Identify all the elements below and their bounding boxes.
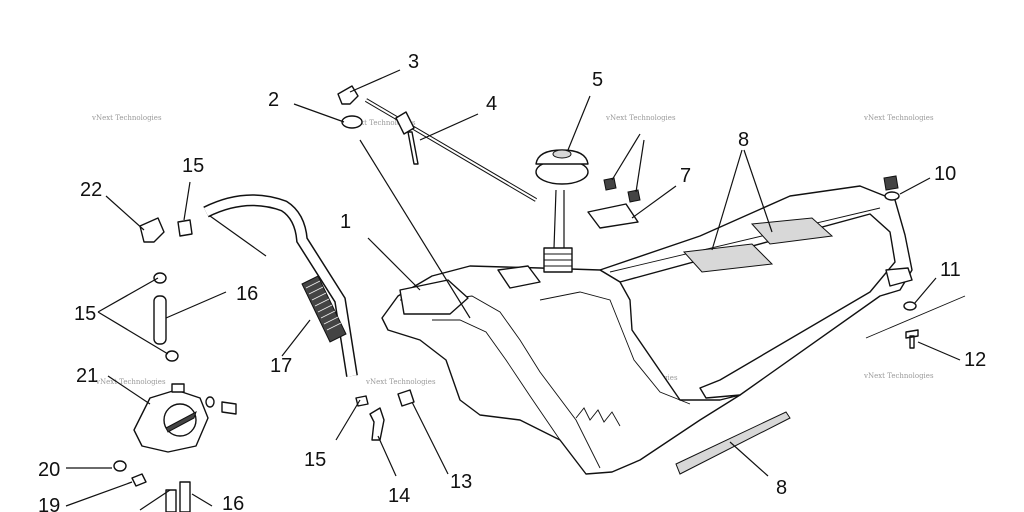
callout-12: 12 (964, 349, 986, 371)
seat-base-inner-line (609, 207, 881, 273)
callout-21: 21 (76, 365, 98, 387)
callout-15-bottom: 15 (304, 449, 326, 471)
callout-labels: 1 2 3 4 5 7 8 8 10 11 12 13 14 15 15 15 … (38, 51, 986, 512)
clamp-part-15-upper (153, 272, 167, 284)
watermark-8: vNext Technologies (863, 372, 934, 380)
watermark-5: vNext Technologies (95, 378, 166, 386)
hose-clamp-part-3 (337, 85, 359, 105)
screw-part-19 (131, 473, 147, 487)
vent-hose-tee (395, 111, 415, 135)
screw-1 (603, 177, 617, 191)
clip-part-7 (587, 203, 639, 229)
callout-14: 14 (388, 485, 410, 507)
callout-8-top: 8 (738, 129, 749, 151)
fuel-cap-top (552, 149, 572, 159)
leader-lines (65, 69, 961, 511)
bolt-part-12 (905, 329, 919, 349)
callout-13: 13 (450, 471, 472, 493)
tank-front-pad (399, 279, 469, 315)
petcock-outlet (171, 383, 185, 393)
petcock-washer (205, 396, 215, 408)
elbow-fitting-part-14 (369, 407, 385, 441)
callout-22: 22 (80, 179, 102, 201)
filler-neck-threads (544, 253, 572, 267)
callout-7: 7 (680, 165, 691, 187)
callout-5: 5 (592, 69, 603, 91)
mount-bracket (885, 267, 913, 287)
vent-hose-drop (407, 131, 419, 165)
vent-hose-inner (365, 99, 537, 201)
decal-2 (750, 217, 834, 245)
callout-1: 1 (340, 211, 351, 233)
grommet-part-2 (341, 115, 363, 129)
clamp-part-15-top (177, 219, 193, 237)
hose-elbow-part-22 (139, 217, 165, 243)
watermark-3: vNext Technologies (605, 114, 676, 122)
fuel-hose-part-16-inner (203, 195, 357, 377)
spring-coils (305, 280, 342, 331)
tank-ridge-3 (539, 291, 691, 405)
callout-16-mid: 16 (236, 283, 258, 305)
washer-part-10 (884, 191, 900, 201)
grommet-part-13 (397, 389, 415, 407)
callout-2: 2 (268, 89, 279, 111)
petcock-screw (221, 401, 237, 415)
callout-19: 19 (38, 495, 60, 512)
petcock-lower-hoses (165, 481, 191, 512)
callout-4: 4 (486, 93, 497, 115)
tank-lower-notches (575, 407, 621, 427)
watermark-2: vNext Technologies (345, 119, 416, 127)
guide-line-1 (865, 295, 966, 339)
washer-part-11 (903, 301, 917, 311)
callout-16-bottom: 16 (222, 493, 244, 512)
petcock-knob-lever (165, 410, 197, 433)
callout-10: 10 (934, 163, 956, 185)
tank-top-recess (497, 265, 541, 289)
callout-8-bottom: 8 (776, 477, 787, 499)
cap-tether-1 (553, 189, 557, 249)
washer-part-20 (113, 460, 127, 472)
watermark-1: vNext Technologies (91, 114, 162, 122)
callout-15-top: 15 (182, 155, 204, 177)
nut-part-9 (883, 175, 899, 191)
callout-3: 3 (408, 51, 419, 73)
watermark-4: vNext Technologies (863, 114, 934, 122)
callout-11: 11 (940, 259, 961, 281)
screw-2 (627, 189, 641, 203)
callout-17: 17 (270, 355, 292, 377)
callout-20: 20 (38, 459, 60, 481)
clamp-part-15-lower (165, 350, 179, 362)
watermark-6: vNext Technologies (365, 378, 436, 386)
hose-part-16-short (153, 295, 167, 345)
callout-15-left: 15 (74, 303, 96, 325)
tank-ridge-2 (432, 319, 561, 441)
decal-1 (682, 243, 774, 273)
decal-3 (675, 411, 791, 475)
